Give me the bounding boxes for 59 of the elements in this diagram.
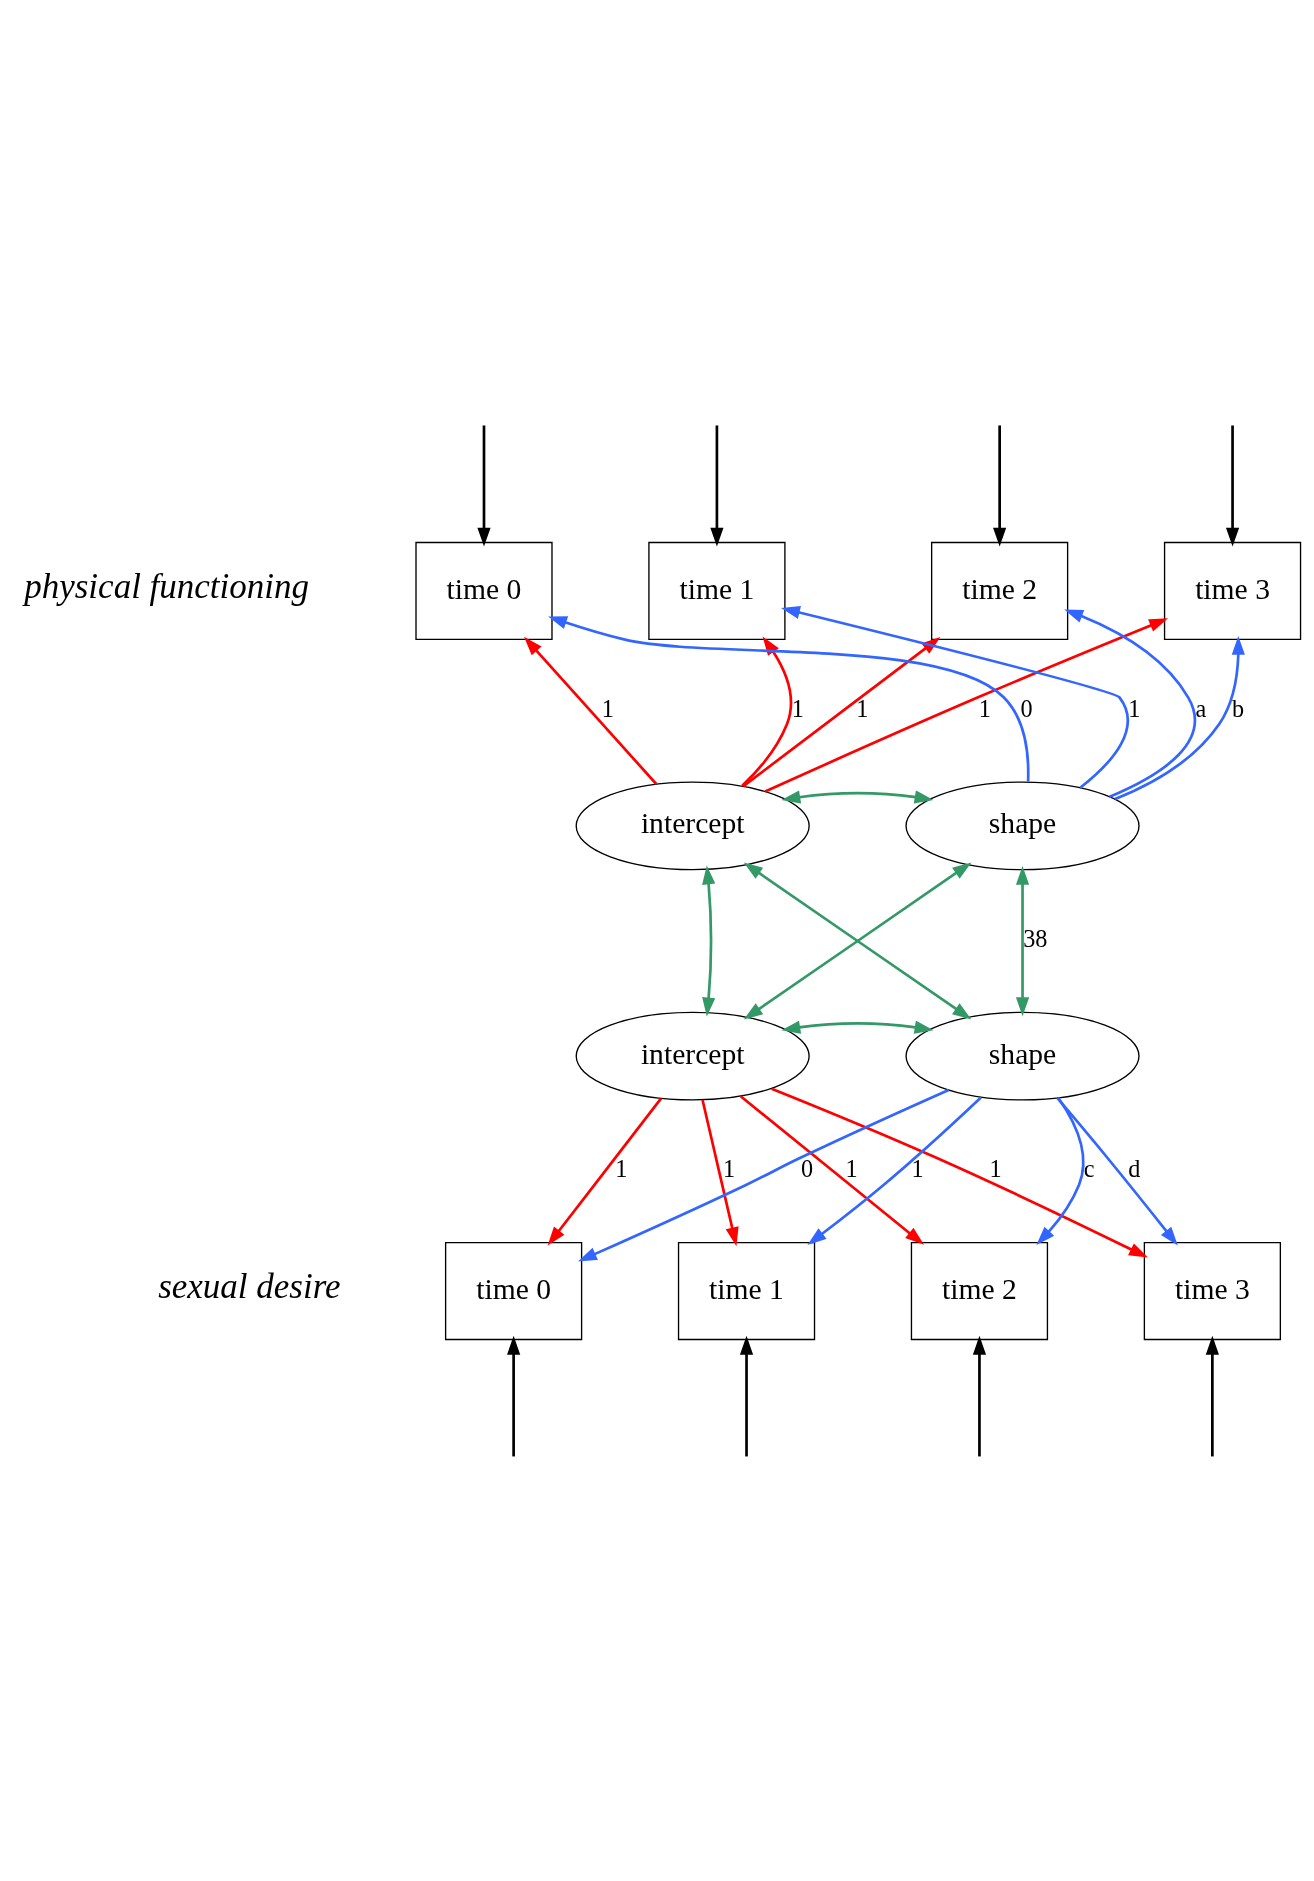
node-box: time 3	[1163, 541, 1302, 640]
edge-label: d	[1128, 1154, 1141, 1182]
label: physical functioning	[24, 566, 310, 606]
arrow	[702, 864, 716, 1016]
arrow	[781, 789, 934, 804]
node-box: time 1	[648, 541, 786, 640]
node-box: time 1	[677, 1241, 816, 1340]
edge-label: 1	[722, 1154, 736, 1182]
arrow	[1064, 608, 1197, 798]
arrow	[972, 1335, 987, 1456]
edge-label: 1	[978, 694, 991, 722]
edge-label: 1	[601, 694, 614, 722]
arrow	[739, 1094, 925, 1245]
arrow	[710, 425, 724, 547]
arrow	[477, 425, 491, 547]
node-ellipse: intercept	[575, 1011, 810, 1101]
edge-label: 0	[1020, 694, 1033, 722]
edge-label: 1	[989, 1154, 1002, 1182]
node-ellipse: intercept	[575, 780, 810, 870]
arrow	[507, 1335, 521, 1456]
edge-label: 1	[911, 1154, 924, 1182]
arrow	[771, 1086, 1148, 1258]
arrow	[1205, 1335, 1219, 1456]
arrow	[1015, 865, 1030, 1016]
label: sexual desire	[158, 1266, 341, 1306]
node-box: time 0	[415, 541, 553, 640]
arrow	[547, 1097, 663, 1246]
edge-label: 0	[801, 1154, 814, 1182]
arrow	[764, 617, 1169, 793]
edge-label: 1	[615, 1154, 628, 1182]
arrow	[524, 636, 658, 785]
edge-label: 1	[1128, 694, 1141, 722]
arrow	[1056, 1096, 1178, 1246]
edge-label: a	[1195, 694, 1207, 722]
arrow	[781, 1020, 934, 1034]
arrow	[739, 1335, 754, 1456]
arrow	[743, 862, 972, 1019]
arrow	[807, 1095, 982, 1245]
node-box: time 0	[444, 1241, 583, 1340]
edge-label: 1	[791, 694, 804, 722]
arrow	[701, 1099, 739, 1246]
arrow	[781, 605, 1130, 789]
node-ellipse: shape	[905, 780, 1140, 870]
arrow	[993, 425, 1007, 547]
arrow	[548, 615, 1030, 782]
node-box: time 2	[910, 1241, 1049, 1340]
node-ellipse: shape	[905, 1011, 1140, 1101]
arrow	[1036, 1096, 1085, 1245]
edge-label: c	[1083, 1154, 1095, 1182]
arrow	[1114, 635, 1245, 800]
edge-label: b	[1231, 694, 1244, 722]
node-box: time 3	[1143, 1241, 1282, 1340]
arrow	[741, 636, 793, 787]
arrow	[1225, 425, 1240, 547]
edge-label: 1	[845, 1154, 858, 1182]
edge-label: 1	[856, 694, 869, 722]
edge-label: 38	[1023, 924, 1048, 952]
arrow	[578, 1088, 950, 1261]
node-box: time 2	[930, 541, 1069, 640]
